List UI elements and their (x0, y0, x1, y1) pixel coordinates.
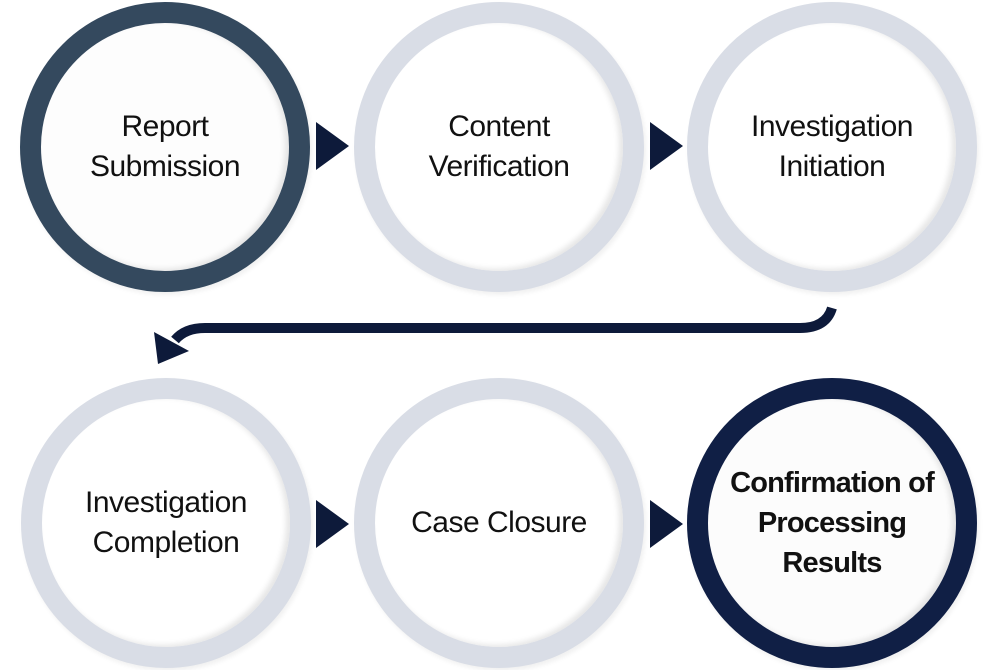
step-case-closure: Case Closure (354, 378, 644, 668)
step-label: Confirmation of Processing Results (730, 467, 935, 579)
step-label: Report Submission (89, 110, 241, 183)
step-label: Case Closure (411, 506, 587, 539)
step-report-submission: Report Submission (20, 2, 310, 292)
step-content-verification: Content Verification (354, 2, 644, 292)
step-label: Content Verification (428, 110, 570, 183)
return-arrow-line (171, 306, 837, 344)
return-arrow-head-icon (154, 332, 189, 364)
arrow-step2-to-step3-icon (650, 122, 683, 170)
arrow-step1-to-step2-icon (316, 122, 349, 170)
step-label: Investigation Completion (85, 486, 247, 559)
step-investigation-completion: Investigation Completion (21, 378, 311, 668)
step-label: Investigation Initiation (751, 110, 913, 183)
step-investigation-initiation: Investigation Initiation (687, 2, 977, 292)
arrow-step4-to-step5-icon (316, 500, 349, 548)
step-confirmation-of-processing-results: Confirmation of Processing Results (687, 378, 977, 668)
arrow-step5-to-step6-icon (650, 500, 683, 548)
